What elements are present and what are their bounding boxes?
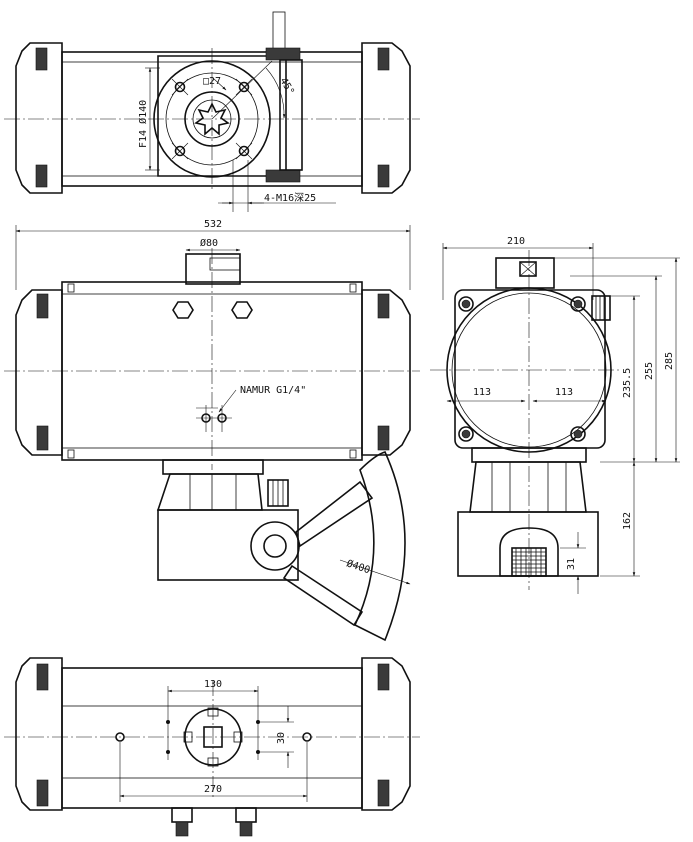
left-half-label: 113 [473, 387, 491, 398]
right-end-cap [361, 657, 411, 811]
bolt-hole [174, 145, 186, 157]
bolt-head [36, 779, 49, 807]
top-bracket-inner [519, 261, 537, 277]
square-dimension-label: □27 [203, 76, 221, 87]
side-plug [591, 295, 611, 321]
bolt-head [377, 779, 390, 807]
left-end-cap [15, 42, 63, 194]
worm-section [499, 527, 559, 577]
switch-clamp [265, 169, 301, 183]
top-view: F14 Ø140 □27 45° 4-M16深25 [4, 11, 420, 212]
bolt-head [36, 425, 49, 451]
side-width-label: 210 [507, 236, 525, 247]
gearbox-body [457, 511, 599, 577]
cable-gland [272, 11, 286, 51]
left-end-cap [15, 657, 63, 811]
height-285-label: 285 [664, 352, 675, 370]
top-flange-dimension-label: Ø80 [200, 237, 218, 249]
port-plug [235, 807, 257, 823]
corner-bolt [570, 296, 586, 312]
hub-bore [263, 534, 287, 558]
switch-box [279, 59, 303, 171]
flange-dimension-label: F14 Ø140 [137, 100, 149, 148]
worm-gear [511, 547, 547, 577]
bolt-head [35, 164, 48, 188]
overall-width-label: 532 [204, 219, 222, 230]
gearbox-neck [156, 473, 263, 511]
namur-port-label: NAMUR G1/4" [240, 385, 306, 396]
hex-nut [172, 301, 194, 319]
left-end-cap [15, 289, 63, 456]
bolt-head [377, 425, 390, 451]
gearbox-top-plate [162, 459, 264, 475]
bolt-spec-label: 4-M16深25 [264, 192, 316, 204]
bolt-head [36, 663, 49, 691]
gear-height-label: 162 [622, 512, 633, 530]
corner-bolt [458, 426, 474, 442]
rail-cap [349, 283, 357, 293]
rail-cap [67, 283, 75, 293]
base-height-label: 31 [566, 558, 577, 570]
right-half-label: 113 [555, 387, 573, 398]
gearbox-neck [469, 461, 587, 513]
bolt-head [377, 293, 390, 319]
bolt-head [36, 293, 49, 319]
corner-bolt [570, 426, 586, 442]
bolt-head [377, 663, 390, 691]
bottom-view: 130 30 270 [4, 657, 420, 837]
bolt-hole [174, 81, 186, 93]
hex-nut [231, 301, 253, 319]
port-plug [171, 807, 193, 823]
height-235-label: 235.5 [622, 368, 633, 398]
bolt-head [35, 47, 48, 71]
front-view: 532 Ø80 NAMUR G1/4" [4, 219, 420, 642]
top-flange [185, 253, 241, 285]
switch-clamp [265, 47, 301, 61]
body-inner-line [61, 705, 363, 779]
handwheel-diameter-label: Ø400 [345, 557, 372, 576]
handwheel-hub [250, 521, 300, 571]
handwheel-rim [353, 451, 406, 642]
bolt-hole [238, 81, 250, 93]
bolt-head [377, 164, 390, 188]
bolt-hole [238, 145, 250, 157]
side-view: 210 113 113 235.5 255 285 [430, 236, 680, 594]
handwheel-spoke [295, 480, 374, 548]
rail-cap [349, 449, 357, 459]
bolt-head [377, 47, 390, 71]
side-body [454, 289, 606, 449]
outer-spacing-label: 270 [204, 784, 222, 795]
square-size-label: 30 [276, 732, 287, 744]
right-end-cap [361, 289, 411, 456]
shaft-top [209, 257, 241, 271]
height-255-label: 255 [644, 362, 655, 380]
gearbox-body [157, 509, 299, 581]
inner-spacing-label: 130 [204, 679, 222, 690]
corner-bolt [458, 296, 474, 312]
handwheel-spoke [282, 564, 364, 627]
rail-cap [67, 449, 75, 459]
right-end-cap [361, 42, 411, 194]
